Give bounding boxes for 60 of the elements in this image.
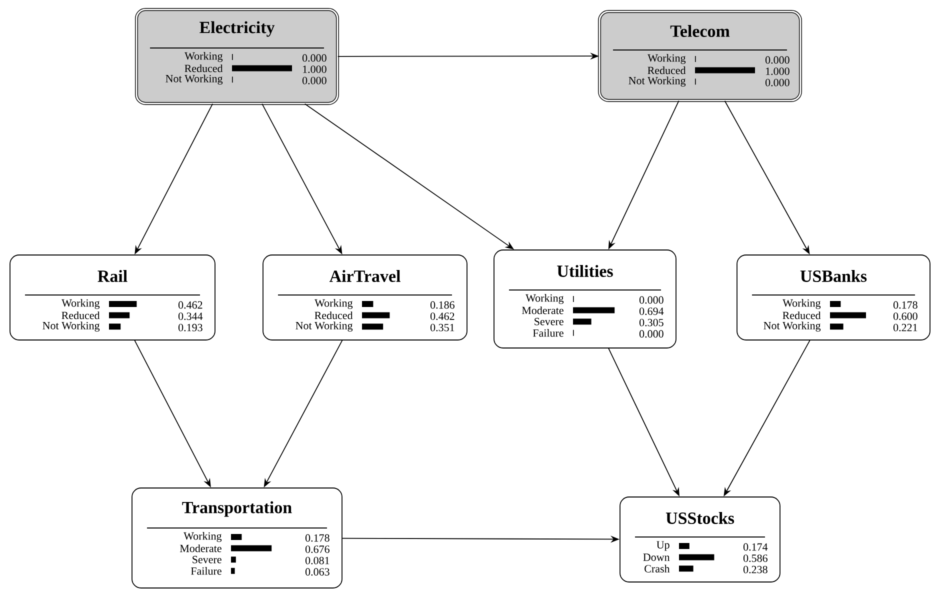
probability-value: 0.178 <box>893 301 918 309</box>
probability-value: 0.305 <box>639 318 664 326</box>
probability-value: 0.174 <box>743 543 768 551</box>
state-label: Reduced <box>184 64 223 72</box>
state-label: Working <box>184 52 223 62</box>
state-label: Reduced <box>314 311 353 320</box>
probability-value: 0.193 <box>178 324 202 332</box>
node-title: Electricity <box>200 21 275 37</box>
node-title: Telecom <box>670 25 730 37</box>
probability-value: 0.178 <box>305 534 330 542</box>
probability-value: 0.000 <box>639 330 664 338</box>
probability-value: 0.081 <box>305 556 330 564</box>
state-label: Not Working <box>42 322 100 332</box>
state-label: Down <box>643 554 670 561</box>
state-label: Failure <box>190 567 222 575</box>
state-label: Up <box>656 541 670 551</box>
state-label: Reduced <box>782 311 821 320</box>
state-label: Reduced <box>648 66 686 74</box>
state-label: Not Working <box>764 322 821 332</box>
state-label: Crash <box>644 564 670 572</box>
probability-value: 0.000 <box>765 56 790 64</box>
state-label: Working <box>314 299 353 309</box>
probability-value: 0.221 <box>893 324 918 332</box>
node-title: USBanks <box>800 270 867 282</box>
state-label: Working <box>526 294 564 304</box>
probability-value: 0.676 <box>305 546 330 554</box>
probability-value: 0.586 <box>743 554 768 562</box>
probability-value: 1.000 <box>303 66 326 74</box>
probability-value: 0.186 <box>430 301 454 309</box>
probability-value: 0.694 <box>639 308 664 316</box>
state-label: Moderate <box>180 544 222 552</box>
probability-value: 0.344 <box>178 312 203 320</box>
probability-value: 0.462 <box>430 312 454 320</box>
probability-value: 0.238 <box>743 566 768 574</box>
state-label: Failure <box>532 329 564 337</box>
probability-value: 0.000 <box>302 54 326 62</box>
state-label: Not Working <box>166 74 223 85</box>
node-title: Rail <box>98 270 128 282</box>
probability-value: 0.000 <box>302 76 326 84</box>
probability-value: 0.063 <box>305 568 330 576</box>
node-title: Transportation <box>182 501 292 517</box>
probability-value: 0.000 <box>639 296 664 304</box>
probability-value: 1.000 <box>766 68 790 76</box>
state-label: Moderate <box>522 306 564 314</box>
node-title: USStocks <box>666 512 734 524</box>
state-label: Working <box>782 299 821 309</box>
state-label: Reduced <box>62 311 100 320</box>
state-label: Working <box>62 299 100 309</box>
state-label: Not Working <box>628 76 686 87</box>
probability-value: 0.351 <box>430 324 454 332</box>
state-label: Severe <box>192 556 222 564</box>
probability-value: 0.462 <box>178 301 202 309</box>
node-title: AirTravel <box>329 270 400 282</box>
state-label: Working <box>648 54 686 64</box>
probability-value: 0.000 <box>765 78 790 86</box>
probability-value: 0.600 <box>893 312 918 320</box>
state-label: Severe <box>534 318 564 326</box>
state-label: Working <box>184 532 222 542</box>
state-label: Not Working <box>296 322 353 332</box>
node-title: Utilities <box>557 265 613 277</box>
